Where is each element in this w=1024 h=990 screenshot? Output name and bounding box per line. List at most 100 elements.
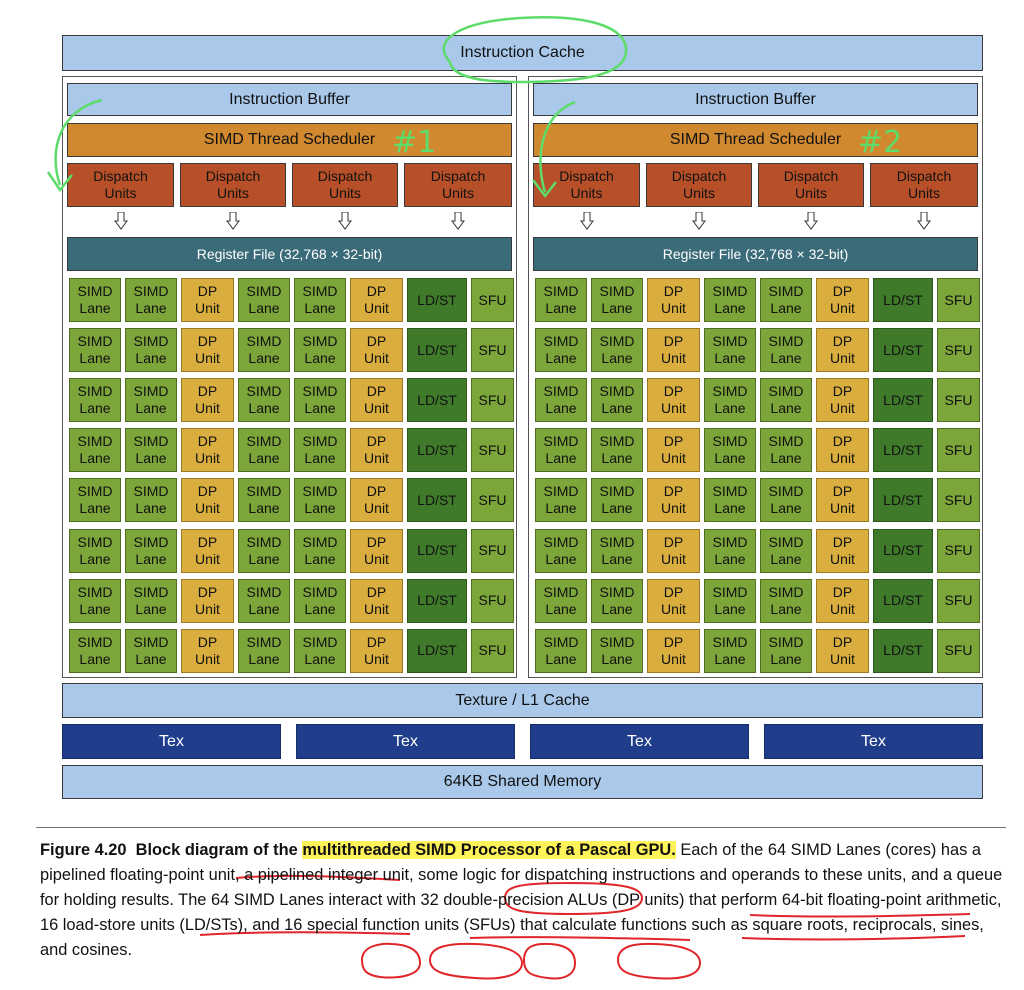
sm-left-dp-unit: DP Unit (350, 478, 403, 523)
sm-right-simd-lane: SIMD Lane (591, 578, 643, 623)
sm-left-ldst-unit: LD/ST (407, 628, 467, 673)
sm-left-ldst-unit: LD/ST (407, 528, 467, 573)
figure-title-highlight: multithreaded SIMD Processor of a Pascal… (302, 841, 676, 859)
sm-right-simd-lane: SIMD Lane (704, 428, 756, 473)
sm-right-dp-unit: DP Unit (647, 628, 700, 673)
sm-right-sfu-unit: SFU (937, 628, 980, 673)
sm-right-sfu-unit: SFU (937, 528, 980, 573)
sm-right-dp-unit: DP Unit (816, 428, 869, 473)
sm-left-dp-unit: DP Unit (181, 428, 234, 473)
tex-unit: Tex (296, 724, 515, 759)
sm-left-simd-lane: SIMD Lane (238, 378, 290, 423)
sm-right-ldst-unit: LD/ST (873, 628, 933, 673)
sm-left-sfu-unit: SFU (471, 528, 514, 573)
down-arrow-icon (226, 212, 240, 230)
sm-right-simd-lane: SIMD Lane (591, 628, 643, 673)
sm-left-simd-lane: SIMD Lane (294, 428, 346, 473)
sm-right-dispatch-unit: Dispatch Units (758, 163, 864, 207)
sm-left-sfu-unit: SFU (471, 278, 514, 322)
sm-right-sfu-unit: SFU (937, 278, 980, 322)
figure-label: Figure 4.20 (40, 841, 127, 859)
sm-left-dp-unit: DP Unit (181, 628, 234, 673)
sm-right-dp-unit: DP Unit (816, 278, 869, 322)
sm-right-ldst-unit: LD/ST (873, 328, 933, 373)
sm-right-ldst-unit: LD/ST (873, 478, 933, 523)
sm-left-simd-lane: SIMD Lane (294, 328, 346, 373)
sm-left-simd-lane: SIMD Lane (125, 628, 177, 673)
sm-left-simd-lane: SIMD Lane (125, 278, 177, 322)
tex-unit: Tex (530, 724, 749, 759)
sm-left-dp-unit: DP Unit (181, 378, 234, 423)
sm-left-dp-unit: DP Unit (350, 628, 403, 673)
sm-right-dp-unit: DP Unit (647, 528, 700, 573)
sm-right-simd-lane: SIMD Lane (704, 478, 756, 523)
sm-left-simd-lane: SIMD Lane (238, 578, 290, 623)
sm-left-simd-lane: SIMD Lane (238, 278, 290, 322)
sm-left-simd-lane: SIMD Lane (238, 328, 290, 373)
caption-divider (36, 827, 1006, 828)
sm-right-sfu-unit: SFU (937, 478, 980, 523)
sm-left-simd-lane: SIMD Lane (69, 328, 121, 373)
sm-left-dp-unit: DP Unit (181, 278, 234, 322)
sm-right-simd-lane: SIMD Lane (535, 528, 587, 573)
sm-right-dp-unit: DP Unit (647, 428, 700, 473)
sm-left-dp-unit: DP Unit (181, 328, 234, 373)
sm-right-dispatch-unit: Dispatch Units (870, 163, 978, 207)
sm-right-dp-unit: DP Unit (647, 278, 700, 322)
sm-right-dp-unit: DP Unit (816, 628, 869, 673)
sm-right-sfu-unit: SFU (937, 328, 980, 373)
sm-left-instruction-buffer: Instruction Buffer (67, 83, 512, 116)
sm-left-dp-unit: DP Unit (350, 578, 403, 623)
sm-left-simd-lane: SIMD Lane (238, 528, 290, 573)
sm-left-register-file: Register File (32,768 × 32-bit) (67, 237, 512, 271)
sm-right-simd-lane: SIMD Lane (760, 328, 812, 373)
sm-left-simd-lane: SIMD Lane (294, 278, 346, 322)
sm-left-dp-unit: DP Unit (181, 578, 234, 623)
sm-right-simd-lane: SIMD Lane (704, 528, 756, 573)
tex-unit: Tex (62, 724, 281, 759)
sm-left-simd-lane: SIMD Lane (125, 478, 177, 523)
sm-left-simd-lane: SIMD Lane (125, 378, 177, 423)
sm-right-ldst-unit: LD/ST (873, 528, 933, 573)
figure-title-lead: Block diagram of the (135, 841, 303, 859)
sm-right-dp-unit: DP Unit (816, 578, 869, 623)
sm-left-simd-lane: SIMD Lane (69, 528, 121, 573)
sm-right-scheduler: SIMD Thread Scheduler (533, 123, 978, 157)
down-arrow-icon (338, 212, 352, 230)
sm-right-dispatch-unit: Dispatch Units (533, 163, 640, 207)
sm-right-simd-lane: SIMD Lane (760, 428, 812, 473)
sm-left-simd-lane: SIMD Lane (125, 528, 177, 573)
sm-right-simd-lane: SIMD Lane (704, 578, 756, 623)
sm-right-dp-unit: DP Unit (647, 478, 700, 523)
sm-right-dp-unit: DP Unit (816, 378, 869, 423)
sm-left-dp-unit: DP Unit (181, 478, 234, 523)
sm-left-ldst-unit: LD/ST (407, 428, 467, 473)
sm-left-sfu-unit: SFU (471, 378, 514, 423)
sm-left-dp-unit: DP Unit (181, 528, 234, 573)
tex-unit: Tex (764, 724, 983, 759)
sm-left-scheduler: SIMD Thread Scheduler (67, 123, 512, 157)
down-arrow-icon (692, 212, 706, 230)
down-arrow-icon (114, 212, 128, 230)
sm-left-ldst-unit: LD/ST (407, 328, 467, 373)
sm-left-dp-unit: DP Unit (350, 328, 403, 373)
sm-right-sfu-unit: SFU (937, 578, 980, 623)
sm-right-simd-lane: SIMD Lane (591, 278, 643, 322)
sm-left-ldst-unit: LD/ST (407, 278, 467, 322)
sm-left-dispatch-unit: Dispatch Units (292, 163, 398, 207)
sm-right-simd-lane: SIMD Lane (704, 628, 756, 673)
sm-right-dispatch-unit: Dispatch Units (646, 163, 752, 207)
sm-right-simd-lane: SIMD Lane (704, 378, 756, 423)
down-arrow-icon (804, 212, 818, 230)
sm-left-dp-unit: DP Unit (350, 278, 403, 322)
sm-right-simd-lane: SIMD Lane (591, 478, 643, 523)
down-arrow-icon (917, 212, 931, 230)
figure-caption: Figure 4.20 Block diagram of the multith… (40, 838, 1008, 963)
sm-left-dispatch-unit: Dispatch Units (67, 163, 174, 207)
sm-right-simd-lane: SIMD Lane (760, 278, 812, 322)
sm-right-sfu-unit: SFU (937, 428, 980, 473)
sm-right-dp-unit: DP Unit (816, 328, 869, 373)
sm-left-simd-lane: SIMD Lane (294, 578, 346, 623)
sm-left-simd-lane: SIMD Lane (238, 428, 290, 473)
sm-left-sfu-unit: SFU (471, 628, 514, 673)
